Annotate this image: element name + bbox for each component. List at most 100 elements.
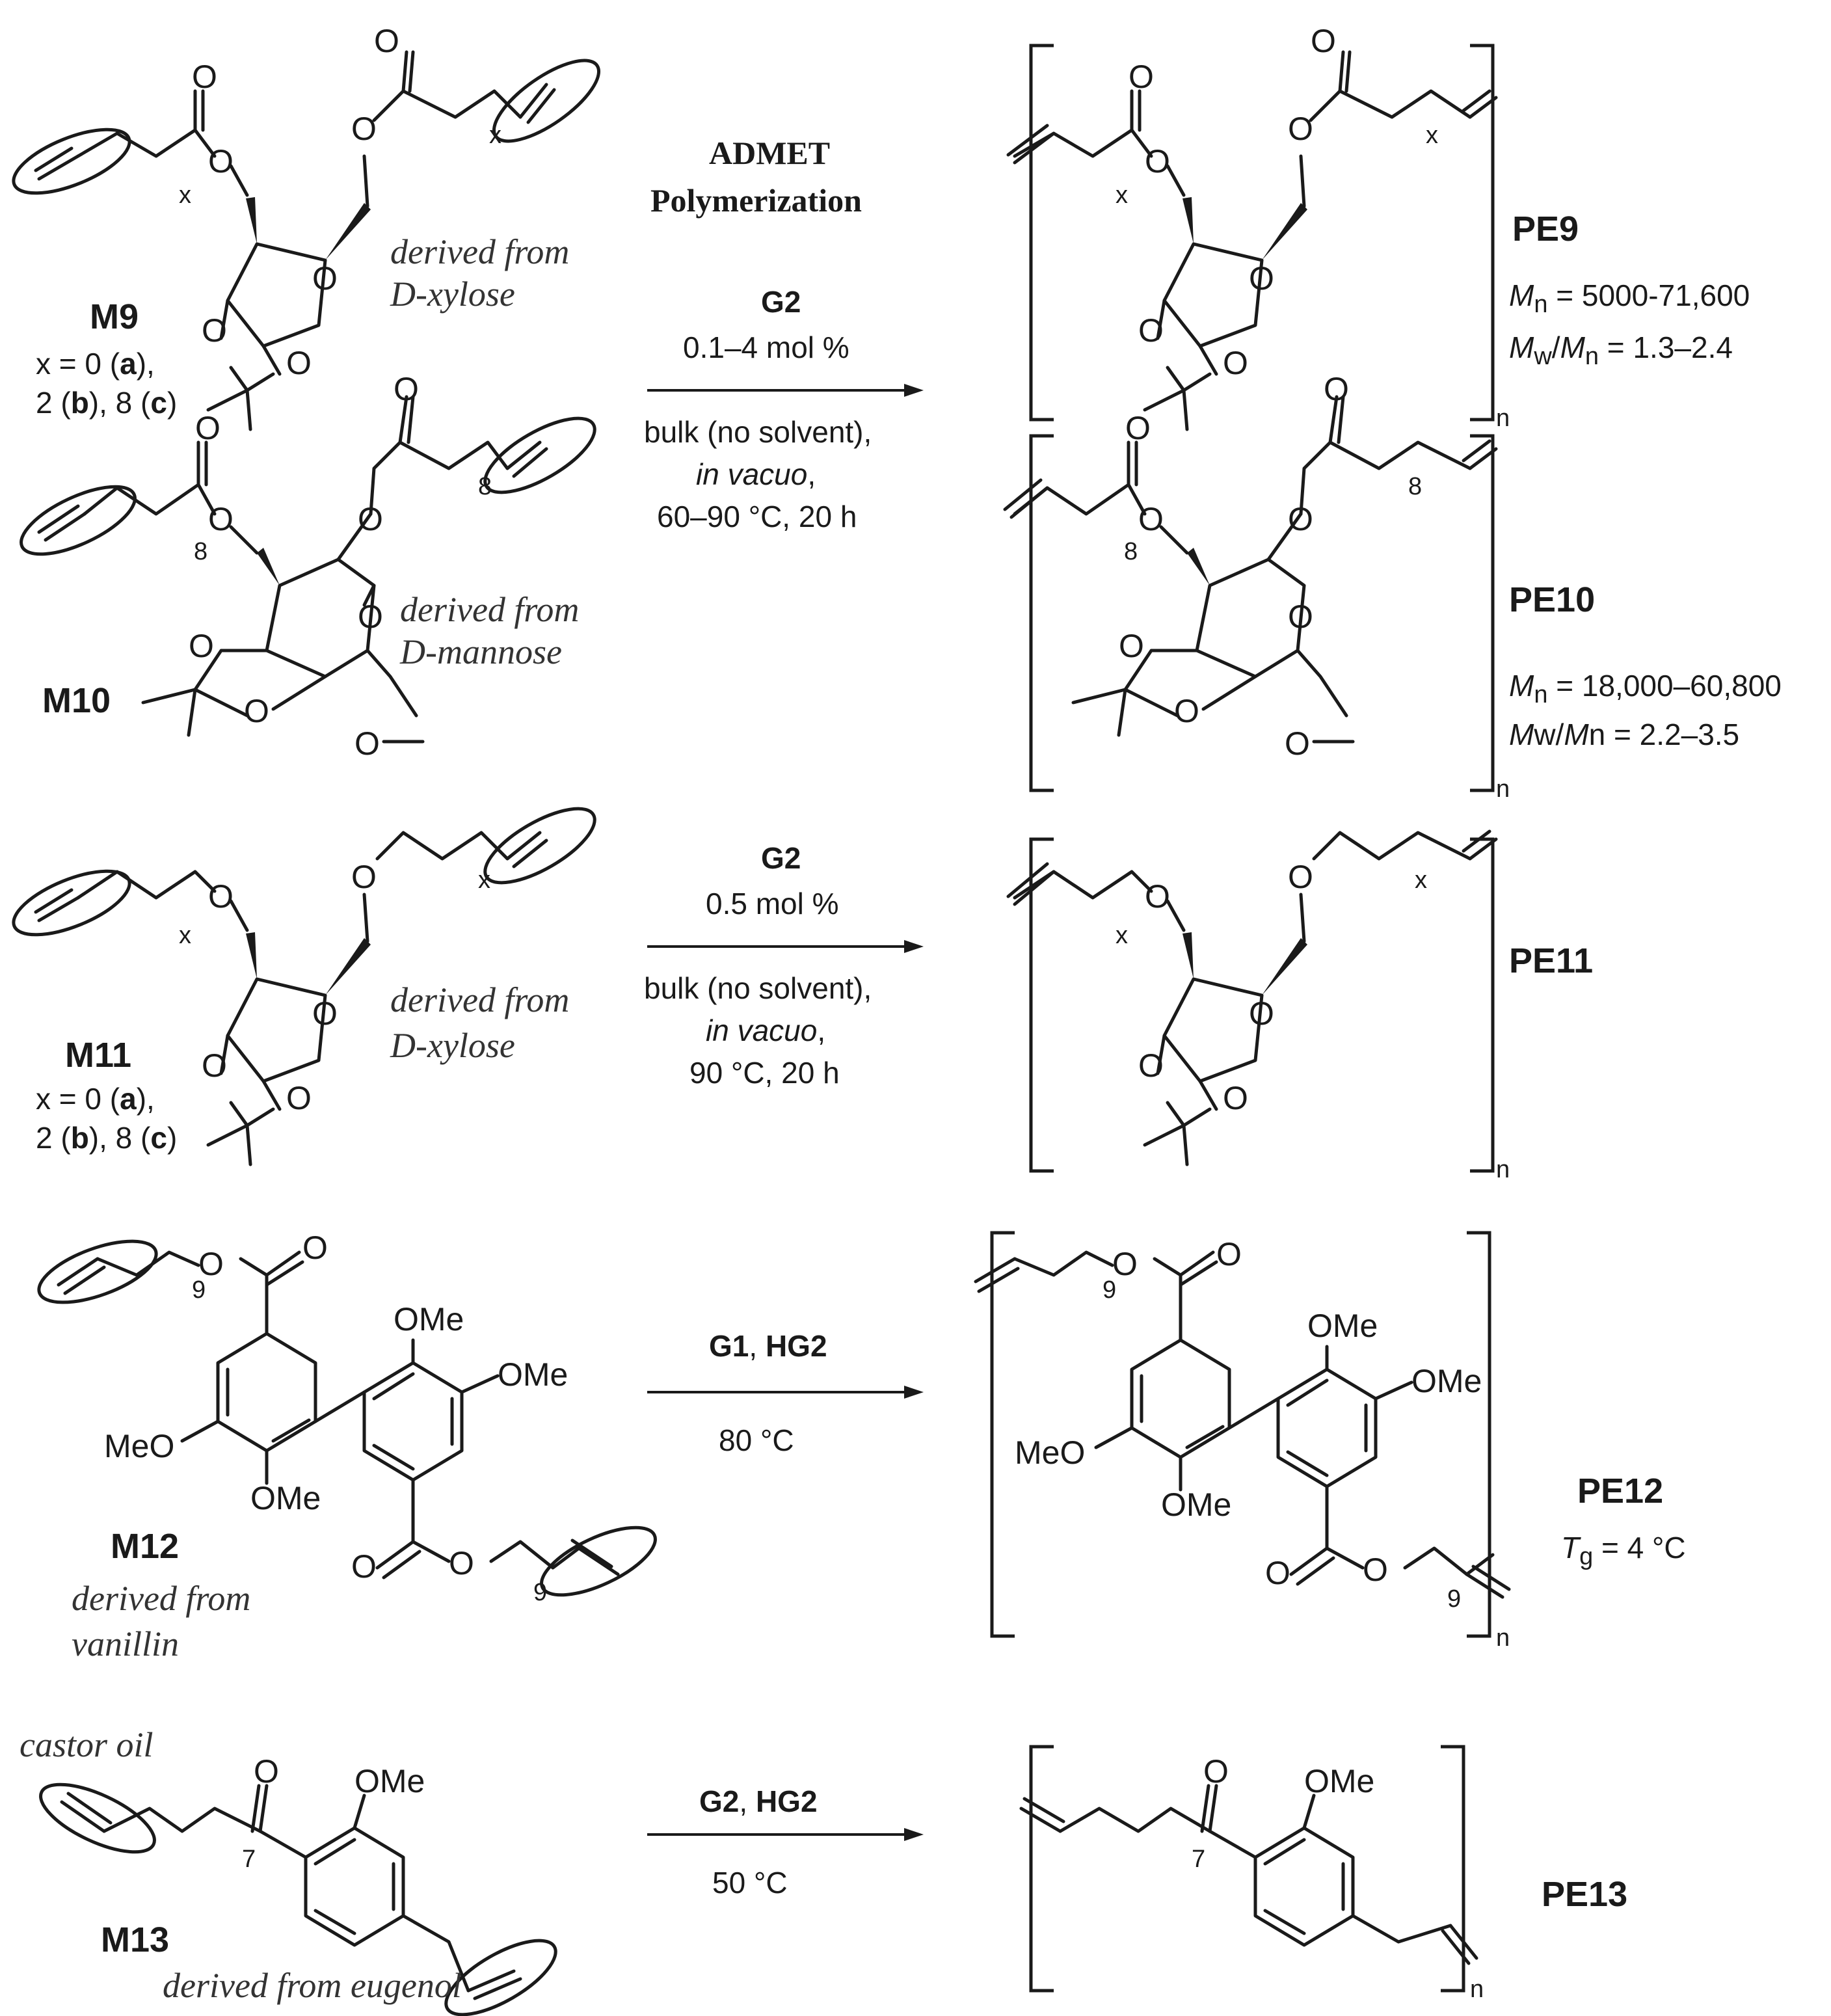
svg-text:O: O xyxy=(192,59,217,95)
svg-text:n: n xyxy=(1496,1156,1510,1183)
svg-text:O: O xyxy=(302,1230,328,1266)
pe9-mn: Mn = 5000-71,600 xyxy=(1509,278,1750,318)
pe12-label: PE12 xyxy=(1577,1472,1663,1511)
svg-text:O: O xyxy=(1288,859,1313,895)
polymer-pe10-structure: O O O O O O O O 8 8 n xyxy=(1003,371,1510,803)
m11-source-line2: D-xylose xyxy=(390,1026,515,1065)
m10-label: M10 xyxy=(42,681,111,720)
svg-text:O: O xyxy=(208,143,234,180)
svg-text:O: O xyxy=(1216,1236,1242,1272)
r4-temperature: 50 °C xyxy=(712,1866,788,1900)
svg-text:O: O xyxy=(1125,410,1151,446)
svg-text:O: O xyxy=(449,1545,474,1581)
svg-text:OMe: OMe xyxy=(354,1763,425,1799)
svg-text:n: n xyxy=(1496,405,1510,432)
svg-text:O: O xyxy=(1285,725,1310,762)
r1-title-line1: ADMET xyxy=(709,135,830,171)
r1-cond-line1: bulk (no solvent), xyxy=(644,415,872,449)
m11-source-line1: derived from xyxy=(390,980,569,1019)
svg-text:x: x xyxy=(489,122,501,149)
m12-source-line1: derived from xyxy=(72,1579,250,1618)
svg-text:O: O xyxy=(208,501,234,537)
svg-text:O: O xyxy=(351,859,377,895)
svg-text:O: O xyxy=(1223,345,1248,381)
pe12-tg: Tg = 4 °C xyxy=(1561,1531,1686,1570)
svg-text:O: O xyxy=(351,111,377,147)
m13-source: derived from eugenol xyxy=(163,1966,462,2005)
svg-text:9: 9 xyxy=(1447,1585,1461,1613)
svg-text:O: O xyxy=(1265,1555,1290,1591)
pe11-label: PE11 xyxy=(1509,941,1593,980)
svg-text:7: 7 xyxy=(242,1846,256,1873)
svg-text:O: O xyxy=(1145,878,1170,915)
svg-text:O: O xyxy=(1288,598,1313,635)
svg-text:MeO: MeO xyxy=(104,1428,174,1464)
r3-catalysts: G1, HG2 xyxy=(709,1329,827,1363)
svg-text:O: O xyxy=(312,260,338,297)
pe9-dispersity: Mw/Mn = 1.3–2.4 xyxy=(1509,330,1733,370)
pe10-mn: Mn = 18,000–60,800 xyxy=(1509,669,1782,708)
svg-text:O: O xyxy=(1174,693,1199,729)
polymer-pe13-structure: O OMe 7 n xyxy=(1019,1745,1484,2003)
svg-text:O: O xyxy=(394,371,419,407)
svg-text:O: O xyxy=(1363,1552,1388,1588)
m9-label: M9 xyxy=(90,297,139,336)
svg-text:O: O xyxy=(1138,1047,1164,1084)
svg-text:OMe: OMe xyxy=(1411,1363,1482,1399)
m10-source-line1: derived from xyxy=(400,590,579,629)
monomer-m10-structure: O O O O O O O O 8 8 xyxy=(20,371,596,762)
svg-text:O: O xyxy=(208,878,234,915)
svg-text:x: x xyxy=(179,922,191,949)
m9-source-line1: derived from xyxy=(390,232,569,271)
monomer-m12-structure: O O O O MeO OMe OMe OMe 9 9 xyxy=(37,1230,657,1606)
polymer-pe12-structure: O O O O MeO OMe OMe OMe 9 9 n xyxy=(974,1231,1511,1652)
svg-text:O: O xyxy=(1324,371,1349,407)
svg-text:O: O xyxy=(1288,111,1313,147)
svg-text:O: O xyxy=(1145,143,1170,180)
svg-text:O: O xyxy=(358,501,383,537)
pe9-label: PE9 xyxy=(1512,209,1579,249)
pe13-label: PE13 xyxy=(1542,1875,1627,1914)
svg-text:OMe: OMe xyxy=(250,1480,321,1516)
svg-text:9: 9 xyxy=(1103,1276,1116,1304)
m11-label: M11 xyxy=(65,1036,131,1075)
svg-text:O: O xyxy=(1223,1080,1248,1116)
r3-temperature: 80 °C xyxy=(719,1423,794,1457)
r2-cond-line1: bulk (no solvent), xyxy=(644,971,872,1005)
svg-text:O: O xyxy=(202,1047,227,1084)
monomer-m13-structure: O OMe 7 xyxy=(39,1753,557,2016)
m9-source-line2: D-xylose xyxy=(390,275,515,314)
svg-text:7: 7 xyxy=(1192,1846,1205,1873)
svg-text:O: O xyxy=(351,1548,377,1585)
m12-source-line2: vanillin xyxy=(72,1624,179,1663)
r1-cond-line3: 60–90 °C, 20 h xyxy=(657,500,857,533)
r2-cond-line2: in vacuo, xyxy=(706,1014,825,1047)
svg-text:OMe: OMe xyxy=(498,1356,568,1393)
r1-title-line2: Polymerization xyxy=(650,182,862,219)
r4-arrowhead xyxy=(904,1828,924,1841)
pe10-label: PE10 xyxy=(1509,580,1595,619)
svg-text:O: O xyxy=(1311,23,1336,59)
svg-text:O: O xyxy=(198,1246,224,1282)
svg-text:n: n xyxy=(1470,1976,1484,2003)
svg-text:O: O xyxy=(254,1753,279,1790)
svg-text:O: O xyxy=(189,628,214,664)
monomer-m11-structure: O O O O O x x xyxy=(12,807,596,1166)
svg-text:MeO: MeO xyxy=(1015,1434,1085,1471)
r1-arrowhead xyxy=(904,384,924,397)
svg-text:8: 8 xyxy=(1408,473,1422,500)
svg-text:O: O xyxy=(1249,260,1274,297)
svg-text:x: x xyxy=(478,867,490,894)
svg-text:O: O xyxy=(202,312,227,349)
r1-loading: 0.1–4 mol % xyxy=(683,330,849,364)
m9-variants-line2: 2 (b), 8 (c) xyxy=(36,386,177,420)
m11-variants-line2: 2 (b), 8 (c) xyxy=(36,1121,177,1155)
m9-variants-line1: x = 0 (a), xyxy=(36,347,155,381)
svg-text:OMe: OMe xyxy=(1304,1763,1374,1799)
svg-text:n: n xyxy=(1496,1624,1510,1652)
svg-text:O: O xyxy=(1288,501,1313,537)
svg-text:x: x xyxy=(1116,181,1128,209)
r4-catalysts: G2, HG2 xyxy=(699,1784,818,1818)
r3-arrowhead xyxy=(904,1386,924,1399)
